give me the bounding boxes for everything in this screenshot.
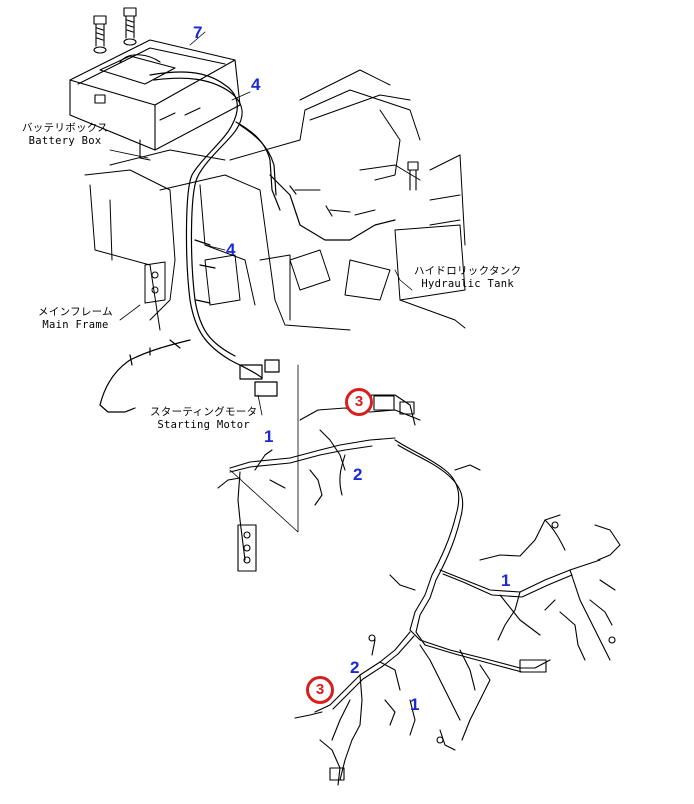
main-frame-label-en: Main Frame [42, 319, 109, 331]
hydraulic-tank-label-en: Hydraulic Tank [421, 278, 515, 290]
battery-box-label-en: Battery Box [28, 135, 102, 147]
battery-box-shape [69, 39, 241, 161]
starting-motor-label-en: Starting Motor [157, 419, 251, 431]
main-frame-label-jp: メインフレーム [38, 306, 113, 318]
callout-4-mid[interactable]: 4 [226, 240, 236, 259]
hydraulic-tank-label-jp: ハイドロリックタンク [414, 265, 522, 277]
harness-upper [99, 71, 396, 413]
main-frame-shape [84, 69, 466, 331]
callout-2-mid[interactable]: 2 [353, 465, 363, 484]
highlight-callout-3-upper[interactable]: 3 [345, 388, 373, 416]
label-leaders [109, 31, 413, 416]
starting-motor-label-jp: スターティングモータ [150, 406, 258, 418]
hydraulic-tank-label: ハイドロリックタンク Hydraulic Tank [414, 265, 521, 291]
callout-1-left[interactable]: 1 [264, 427, 274, 446]
bolt-shapes [93, 7, 419, 217]
starting-motor-label: スターティングモータ Starting Motor [150, 406, 257, 432]
callout-1-right[interactable]: 1 [501, 571, 511, 590]
battery-box-label-jp: バッテリボックス [22, 122, 109, 134]
battery-box-label: バッテリボックス Battery Box [22, 122, 108, 148]
callout-7[interactable]: 7 [193, 23, 203, 42]
callout-4-top[interactable]: 4 [251, 75, 261, 94]
callout-1-low[interactable]: 1 [410, 695, 420, 714]
highlight-callout-3-lower[interactable]: 3 [306, 676, 334, 704]
main-frame-label: メインフレーム Main Frame [38, 306, 113, 332]
callout-2-low[interactable]: 2 [350, 658, 360, 677]
harness-main [217, 394, 621, 786]
